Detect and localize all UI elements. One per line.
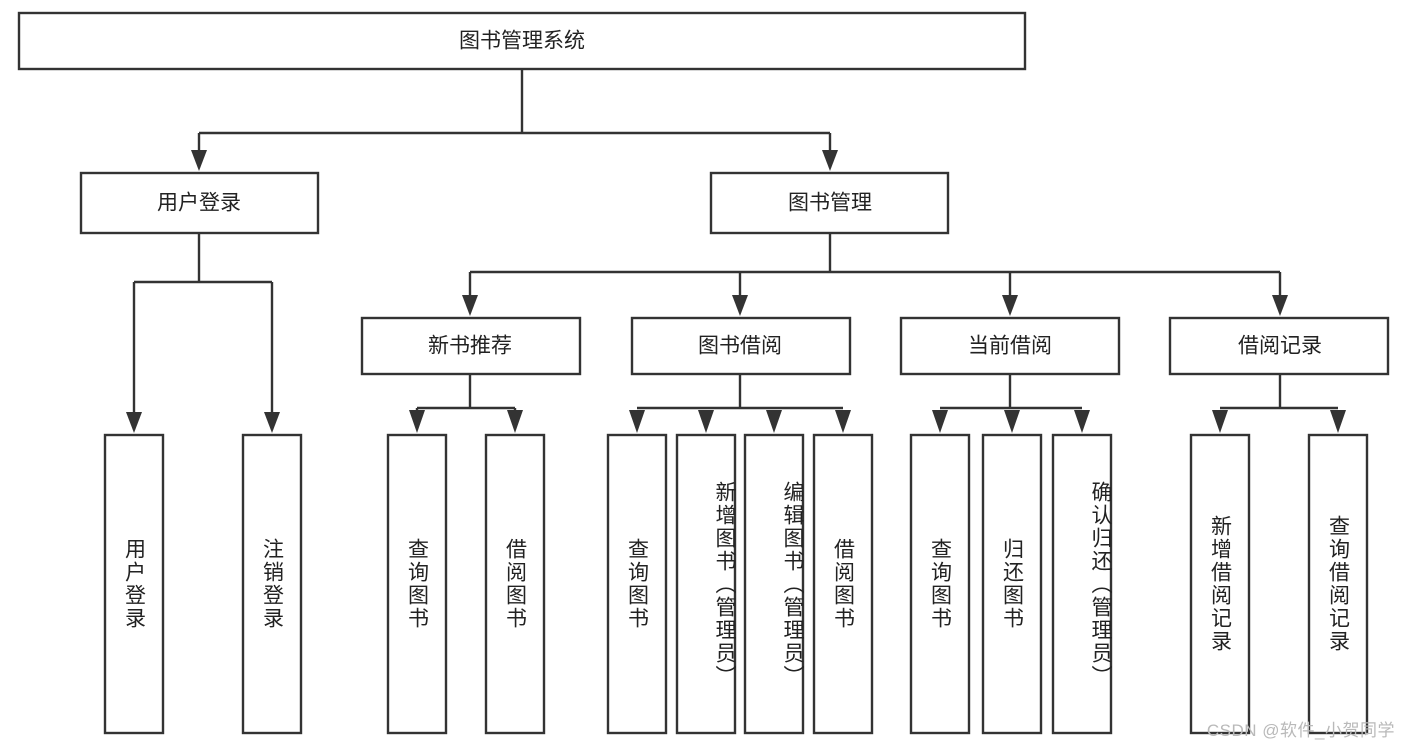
node-leaf-query-record[interactable] (1307, 433, 1369, 735)
arrowhead-leaf-query-book-3 (932, 410, 948, 433)
node-user-login[interactable] (79, 171, 320, 235)
arrowhead-leaf-return-book (1004, 410, 1020, 433)
connector-layer (126, 69, 1346, 433)
node-leaf-query-book-2[interactable] (606, 433, 668, 735)
node-leaf-borrow-book-2[interactable] (812, 433, 874, 735)
label-new-book-recommend: 新书推荐 (428, 335, 512, 358)
node-leaf-add-book[interactable] (675, 433, 737, 735)
node-leaf-borrow-book-1[interactable] (484, 433, 546, 735)
arrowhead-leaf-query-record (1330, 410, 1346, 433)
arrowhead-book-manage (822, 150, 838, 171)
node-leaf-add-record[interactable] (1189, 433, 1251, 735)
horizontal-label-layer: 图书管理系统 用户登录 图书管理 新书推荐 图书借阅 当前借阅 借阅记录 (157, 30, 1322, 358)
node-book-borrow[interactable] (630, 316, 852, 376)
node-leaf-edit-book[interactable] (743, 433, 805, 735)
label-borrow-record: 借阅记录 (1238, 335, 1322, 358)
node-new-book-recommend[interactable] (360, 316, 582, 376)
label-current-borrow: 当前借阅 (968, 335, 1052, 358)
label-book-borrow: 图书借阅 (698, 335, 782, 358)
node-leaf-query-book-3[interactable] (909, 433, 971, 735)
arrowhead-user-login (191, 150, 207, 171)
arrowhead-leaf-add-record (1212, 410, 1228, 433)
node-root[interactable] (17, 11, 1027, 71)
arrowhead-leaf-user-login (126, 412, 142, 433)
node-borrow-record[interactable] (1168, 316, 1390, 376)
node-leaf-logout[interactable] (241, 433, 303, 735)
node-layer (17, 11, 1390, 735)
node-current-borrow[interactable] (899, 316, 1121, 376)
node-leaf-user-login[interactable] (103, 433, 165, 735)
label-book-manage: 图书管理 (788, 192, 872, 215)
watermark: CSDN @软件_小贺同学 (1206, 721, 1395, 740)
arrowhead-borrow-record (1272, 295, 1288, 316)
arrowhead-leaf-query-book-2 (629, 410, 645, 433)
node-leaf-query-book-1[interactable] (386, 433, 448, 735)
node-leaf-return-book[interactable] (981, 433, 1043, 735)
arrowhead-leaf-logout (264, 412, 280, 433)
arrowhead-book-borrow (732, 295, 748, 316)
node-leaf-confirm-return[interactable] (1051, 433, 1113, 735)
label-user-login: 用户登录 (157, 192, 241, 215)
node-book-manage[interactable] (709, 171, 950, 235)
label-root: 图书管理系统 (459, 30, 585, 53)
arrowhead-leaf-confirm-return (1074, 410, 1090, 433)
arrowhead-leaf-add-book (698, 410, 714, 433)
arrowhead-leaf-query-book-1 (409, 410, 425, 433)
arrowhead-leaf-edit-book (766, 410, 782, 433)
arrowhead-new-book-recommend (462, 295, 478, 316)
arrowhead-leaf-borrow-book-2 (835, 410, 851, 433)
arrowhead-leaf-borrow-book-1 (507, 410, 523, 433)
arrowhead-current-borrow (1002, 295, 1018, 316)
